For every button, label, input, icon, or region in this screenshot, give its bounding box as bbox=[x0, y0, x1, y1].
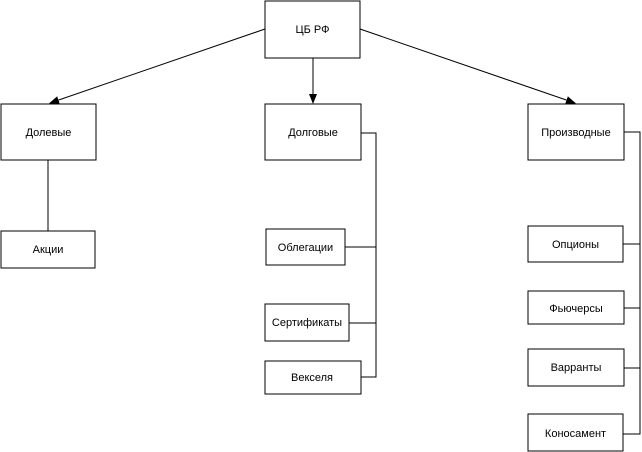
node-derivatives-label: Производные bbox=[541, 127, 610, 139]
node-bill-of-lading: Коносамент bbox=[527, 413, 624, 452]
node-stocks: Акции bbox=[0, 230, 96, 269]
node-derivatives: Производные bbox=[527, 103, 625, 161]
node-equity-label: Долевые bbox=[26, 127, 72, 139]
node-warrants: Варранты bbox=[527, 348, 625, 387]
arrow-root-to-equity bbox=[49, 28, 266, 104]
node-debt-label: Долговые bbox=[288, 127, 338, 139]
arrow-root-to-derivatives bbox=[359, 28, 576, 104]
node-bills: Векселя bbox=[264, 360, 362, 395]
node-debt: Долговые bbox=[264, 103, 362, 161]
node-root: ЦБ РФ bbox=[264, 0, 361, 59]
node-options: Опционы bbox=[527, 225, 624, 263]
node-options-label: Опционы bbox=[552, 239, 599, 251]
node-futures: Фьючерсы bbox=[527, 290, 625, 325]
node-equity: Долевые bbox=[0, 103, 97, 161]
node-bonds: Облегации bbox=[265, 228, 346, 266]
node-stocks-label: Акции bbox=[33, 244, 64, 256]
bracket-derivatives bbox=[623, 131, 641, 435]
node-certificates-label: Сертификаты bbox=[272, 317, 342, 329]
node-root-label: ЦБ РФ bbox=[296, 24, 330, 36]
node-warrants-label: Варранты bbox=[551, 362, 602, 374]
node-futures-label: Фьючерсы bbox=[549, 303, 603, 315]
node-certificates: Сертификаты bbox=[264, 303, 350, 342]
node-bonds-label: Облегации bbox=[278, 242, 333, 254]
bracket-debt bbox=[361, 132, 377, 378]
node-bills-label: Векселя bbox=[291, 372, 333, 384]
node-bill-of-lading-label: Коносамент bbox=[545, 428, 606, 440]
